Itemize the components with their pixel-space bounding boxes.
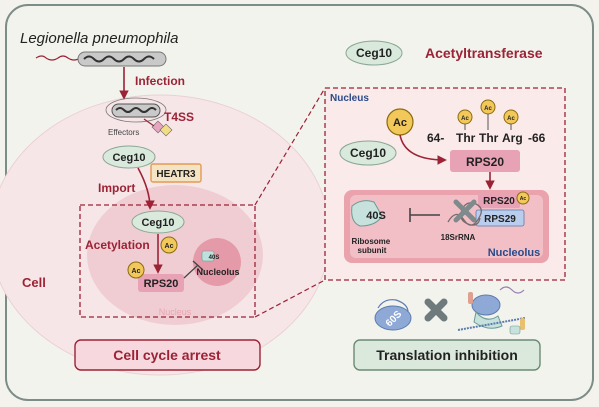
- block-x-icon: [453, 199, 477, 223]
- bacterium-icon: [77, 51, 167, 67]
- ac-badge-left: [160, 236, 178, 254]
- import-label: Import: [98, 181, 135, 195]
- trna-icon-2: [520, 318, 525, 330]
- outcome-left-label: Cell cycle arrest: [113, 347, 221, 363]
- ceg10-nucleus-label: Ceg10: [141, 217, 174, 229]
- ribosome-40s-small-label: 40S: [209, 255, 220, 261]
- ribosome-subunit-line-1: Ribosome: [352, 237, 391, 246]
- inhibit-bar-left: [192, 260, 204, 271]
- ac-left-text: Ac: [165, 243, 174, 250]
- ribosome-subunit-line-2: subunit: [358, 246, 387, 255]
- nucleus: [87, 185, 263, 325]
- flagellum: [35, 55, 81, 61]
- bacterium-dna: [83, 55, 155, 63]
- ac-thr1-text: Ac: [461, 116, 469, 122]
- mrna-strand: [457, 317, 526, 331]
- vacuole-bacterium-icon: [111, 103, 161, 118]
- ribosome-60s-icon: [374, 305, 412, 331]
- rps20-small-box: [478, 193, 520, 208]
- ceg10-nucleus: [131, 210, 185, 234]
- rps29-label: RPS29: [484, 214, 516, 225]
- sequence-end: -66: [528, 131, 546, 145]
- sequence-residue-3: Arg: [502, 131, 523, 145]
- ceg10-right-label: Ceg10: [350, 146, 386, 160]
- acetylation-arrow-right: [399, 134, 447, 165]
- small-subunit-icon: [509, 325, 521, 335]
- import-arrow: [137, 167, 155, 210]
- outcome-right-label: Translation inhibition: [376, 347, 518, 363]
- sequence-start: 64-: [427, 131, 444, 145]
- infection-label: Infection: [135, 74, 185, 88]
- ribosome-60s-outline: [377, 299, 409, 313]
- ribosome-subunit-label: Ribosome subunit: [352, 237, 393, 255]
- vacuole-dna: [115, 107, 157, 113]
- ribosome-40s-small-icon: [201, 250, 215, 262]
- rps20-small-label: RPS20: [483, 196, 515, 207]
- ac-thr2-text: Ac: [484, 106, 492, 112]
- legend-role-label: Acetyltransferase: [425, 45, 543, 61]
- ac-rps20-left-text: Ac: [132, 268, 141, 275]
- outcome-box-right: [353, 339, 541, 371]
- ceg10-right: [339, 140, 397, 166]
- sequence-residue-1: Thr: [456, 131, 476, 145]
- sequence-residue-2: Thr: [479, 131, 499, 145]
- rps20-box-left: [138, 274, 184, 292]
- inhibit-line-left: [183, 264, 199, 279]
- legend-ceg10-label: Ceg10: [356, 46, 392, 60]
- heatr3-label: HEATR3: [156, 169, 196, 180]
- translation-block-icon: [424, 298, 448, 322]
- vacuole-membrane: [105, 97, 167, 123]
- trna-icon-1: [468, 292, 473, 304]
- rps29-box: [475, 209, 525, 227]
- ac-arg-text: Ac: [507, 116, 515, 122]
- peptide-chain: [499, 286, 525, 294]
- legend-ceg10: [345, 40, 403, 66]
- ac-large-text: Ac: [393, 117, 407, 129]
- cell-label: Cell: [22, 275, 46, 290]
- ribosome-40s-label: 40S: [366, 210, 386, 222]
- ceg10-cytoplasm-label: Ceg10: [112, 152, 145, 164]
- ac-nucleolus-text: Ac: [520, 196, 527, 202]
- zoom-line-top: [254, 87, 326, 206]
- ac-badge-rps20-left: [127, 261, 145, 279]
- nucleus-left-label: Nucleus: [159, 307, 192, 317]
- rps20-right-label: RPS20: [466, 155, 504, 169]
- effector-diamond-yellow-icon: [159, 123, 173, 137]
- rps20-box-right: [450, 150, 520, 172]
- nucleus-right-label: Nucleus: [330, 93, 369, 104]
- rps20-left-label: RPS20: [144, 278, 179, 290]
- effector-secretion-line: [143, 118, 155, 127]
- nucleolus-right-label: Nucleolus: [488, 247, 541, 259]
- ribosome-40s-icon: [351, 200, 383, 227]
- heatr3-box: [150, 163, 202, 183]
- nucleolus-small-label: Nucleolus: [196, 267, 239, 277]
- outcome-box-left: [74, 339, 261, 371]
- effectors-label: Effectors: [108, 128, 139, 137]
- ribosome-large-icon: [471, 294, 501, 316]
- acetylation-label: Acetylation: [85, 238, 150, 252]
- zoom-line-bottom: [254, 279, 326, 318]
- organism-label: Legionella pneumophila: [20, 30, 178, 47]
- t4ss-label: T4SS: [164, 110, 194, 124]
- ceg10-cytoplasm: [102, 145, 156, 169]
- nucleolus: [193, 238, 241, 286]
- rrna-squiggle: [447, 202, 482, 226]
- rrna-label: 18SrRNA: [441, 233, 476, 242]
- ac-badge-nucleolus: [516, 191, 530, 205]
